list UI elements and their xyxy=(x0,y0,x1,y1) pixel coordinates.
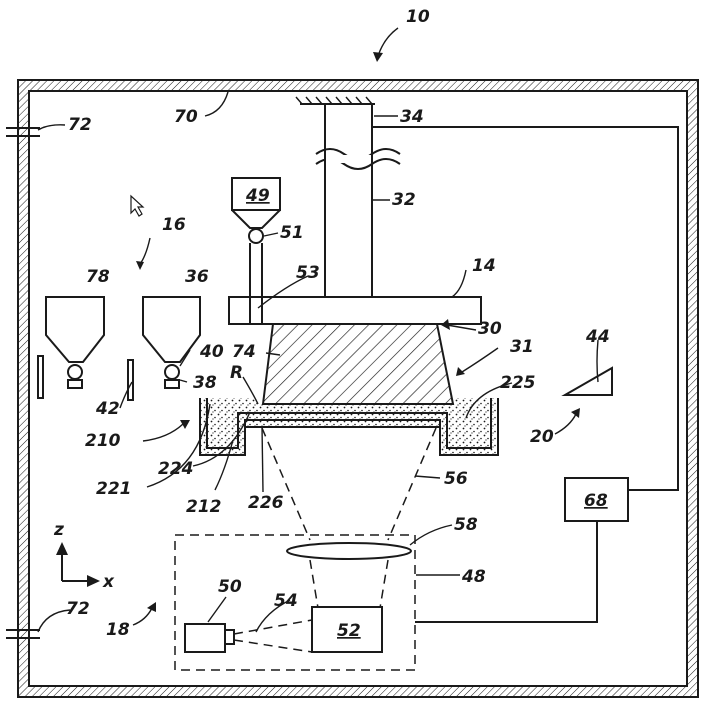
label-20: 20 xyxy=(530,427,554,447)
label-225: 225 xyxy=(500,373,536,393)
label-50: 50 xyxy=(218,577,242,597)
label-51: 51 xyxy=(280,223,304,243)
label-18: 18 xyxy=(106,620,130,640)
label-38: 38 xyxy=(193,373,217,393)
label-14: 14 xyxy=(472,256,496,276)
label-30: 30 xyxy=(478,319,502,339)
label-56: 56 xyxy=(444,469,468,489)
label-74: 74 xyxy=(232,342,256,362)
label-53: 53 xyxy=(296,263,320,283)
label-42: 42 xyxy=(95,399,120,419)
label-10: 10 xyxy=(406,7,430,27)
label-52: 52 xyxy=(337,621,361,641)
label-68: 68 xyxy=(584,491,608,511)
label-34: 34 xyxy=(400,107,424,127)
label-212: 212 xyxy=(186,497,222,517)
label-70: 70 xyxy=(174,107,198,127)
label-54: 54 xyxy=(274,591,298,611)
label-72-top: 72 xyxy=(68,115,92,135)
label-z: z xyxy=(53,520,64,540)
label-224: 224 xyxy=(158,459,194,479)
label-16: 16 xyxy=(162,215,186,235)
label-49: 49 xyxy=(245,186,270,206)
label-x: x xyxy=(102,572,115,592)
label-44: 44 xyxy=(585,327,610,347)
label-210: 210 xyxy=(85,431,121,451)
label-32: 32 xyxy=(392,190,416,210)
label-72-bottom: 72 xyxy=(66,599,90,619)
label-78: 78 xyxy=(86,267,110,287)
label-r: R xyxy=(230,363,243,383)
label-221: 221 xyxy=(96,479,132,499)
printed-component xyxy=(263,324,453,404)
label-226: 226 xyxy=(248,493,284,513)
label-58: 58 xyxy=(454,515,478,535)
lens xyxy=(287,543,411,559)
label-48: 48 xyxy=(461,567,486,587)
label-31: 31 xyxy=(510,337,534,357)
label-40: 40 xyxy=(199,342,224,362)
label-36: 36 xyxy=(185,267,209,287)
